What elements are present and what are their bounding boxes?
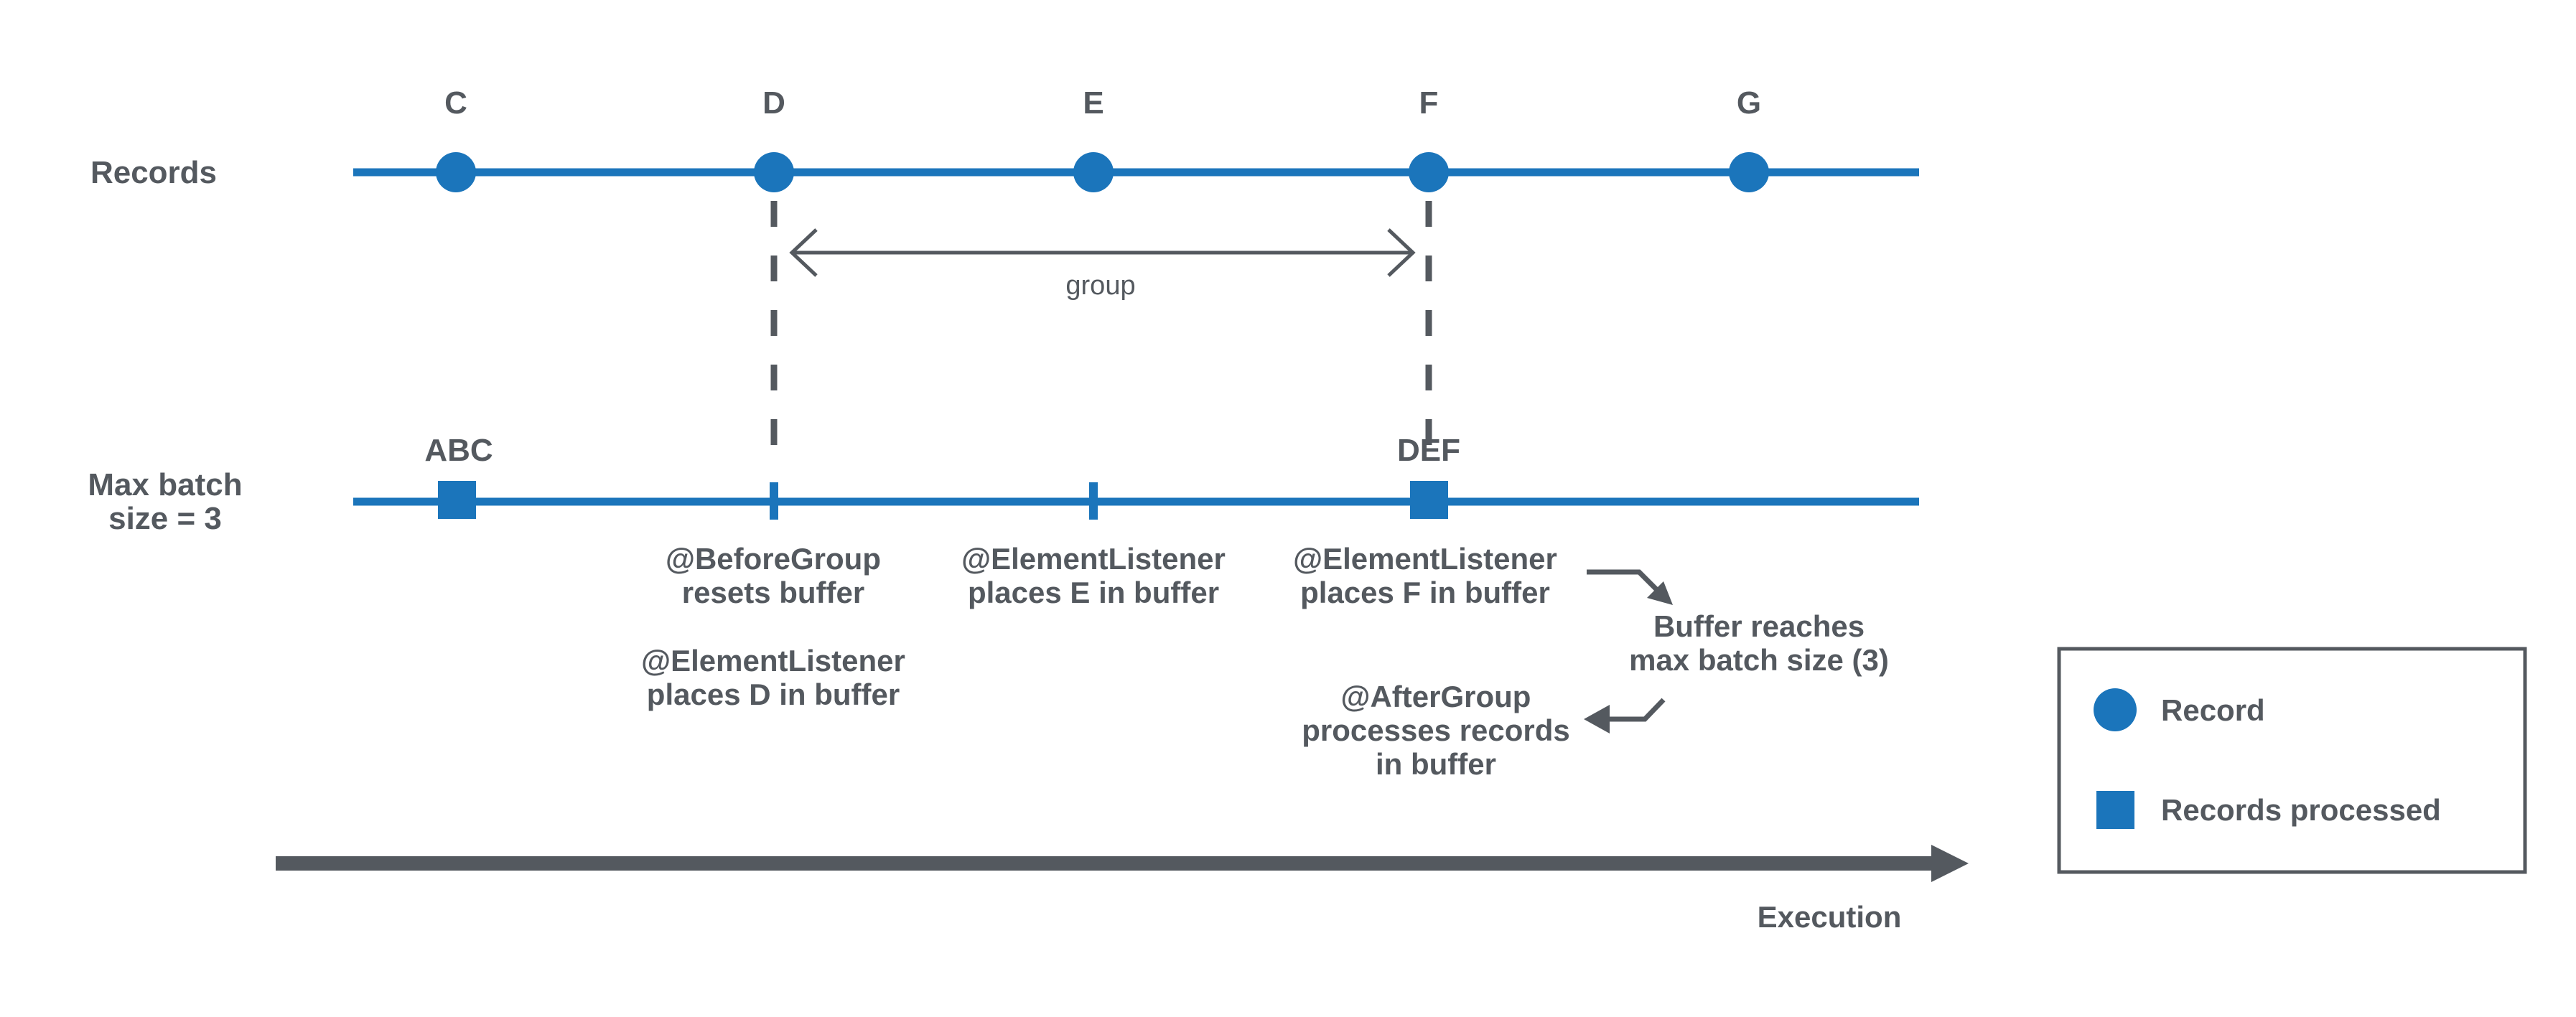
record-dot-c <box>436 152 476 192</box>
execution-arrowhead-icon <box>1931 845 1969 882</box>
legend-records-processed-icon <box>2096 791 2134 829</box>
processed-square-abc <box>438 481 476 519</box>
batch-tick-e <box>1089 482 1098 520</box>
after-group-line3: in buffer <box>1376 747 1496 781</box>
arrow-to-buffer-shaft <box>1587 569 1661 594</box>
before-group-line1: @BeforeGroup <box>666 542 881 576</box>
record-label-f: F <box>1419 85 1439 121</box>
before-group-line2: resets buffer <box>682 576 864 609</box>
group-label: group <box>1065 271 1135 301</box>
legend-record-label: Record <box>2161 693 2265 727</box>
record-label-e: E <box>1083 85 1103 121</box>
legend-box <box>2057 647 2527 874</box>
record-label-d: D <box>762 85 785 121</box>
element-f-line1: @ElementListener <box>1293 542 1557 576</box>
group-arrowhead-right <box>1387 228 1416 277</box>
record-dot-e <box>1073 152 1114 192</box>
buffer-reaches-line2: max batch size (3) <box>1629 643 1889 677</box>
legend: Record Records processed <box>2057 647 2527 874</box>
batch-tick-d <box>770 482 778 520</box>
legend-record-icon <box>2094 688 2137 731</box>
execution-arrow-shaft <box>276 856 1933 871</box>
record-dot-f <box>1409 152 1449 192</box>
record-dot-d <box>754 152 794 192</box>
group-span-arrow <box>789 228 1416 277</box>
after-group-line2: processes records <box>1302 713 1570 747</box>
arrow-to-buffer-head-icon <box>1647 581 1673 605</box>
element-e-line1: @ElementListener <box>961 542 1226 576</box>
element-d-line1: @ElementListener <box>641 644 905 678</box>
after-group-line1: @AfterGroup <box>1341 680 1531 713</box>
processed-square-def <box>1410 481 1448 519</box>
arrow-to-after-shaft <box>1608 698 1666 722</box>
record-label-g: G <box>1737 85 1761 121</box>
element-f-line2: places F in buffer <box>1300 576 1550 609</box>
element-d-line2: places D in buffer <box>647 678 900 711</box>
batch-axis-label-line2: size = 3 <box>108 501 222 536</box>
batch-square-label-abc: ABC <box>424 433 493 468</box>
arrow-to-buffer-reaches <box>1587 569 1673 605</box>
element-e-line2: places E in buffer <box>968 576 1219 609</box>
execution-arrow <box>276 845 1969 882</box>
execution-label: Execution <box>1758 900 1902 934</box>
arrow-to-after-head-icon <box>1584 705 1610 734</box>
records-axis-label: Records <box>90 155 217 190</box>
group-arrowhead-left <box>789 228 818 277</box>
record-dot-g <box>1729 152 1769 192</box>
buffer-reaches-line1: Buffer reaches <box>1653 609 1865 643</box>
batch-axis-label-line1: Max batch <box>88 467 242 502</box>
batch-square-label-def: DEF <box>1397 433 1460 468</box>
legend-records-processed-label: Records processed <box>2161 793 2441 827</box>
record-label-c: C <box>444 85 467 121</box>
arrow-to-after-group <box>1584 698 1666 734</box>
